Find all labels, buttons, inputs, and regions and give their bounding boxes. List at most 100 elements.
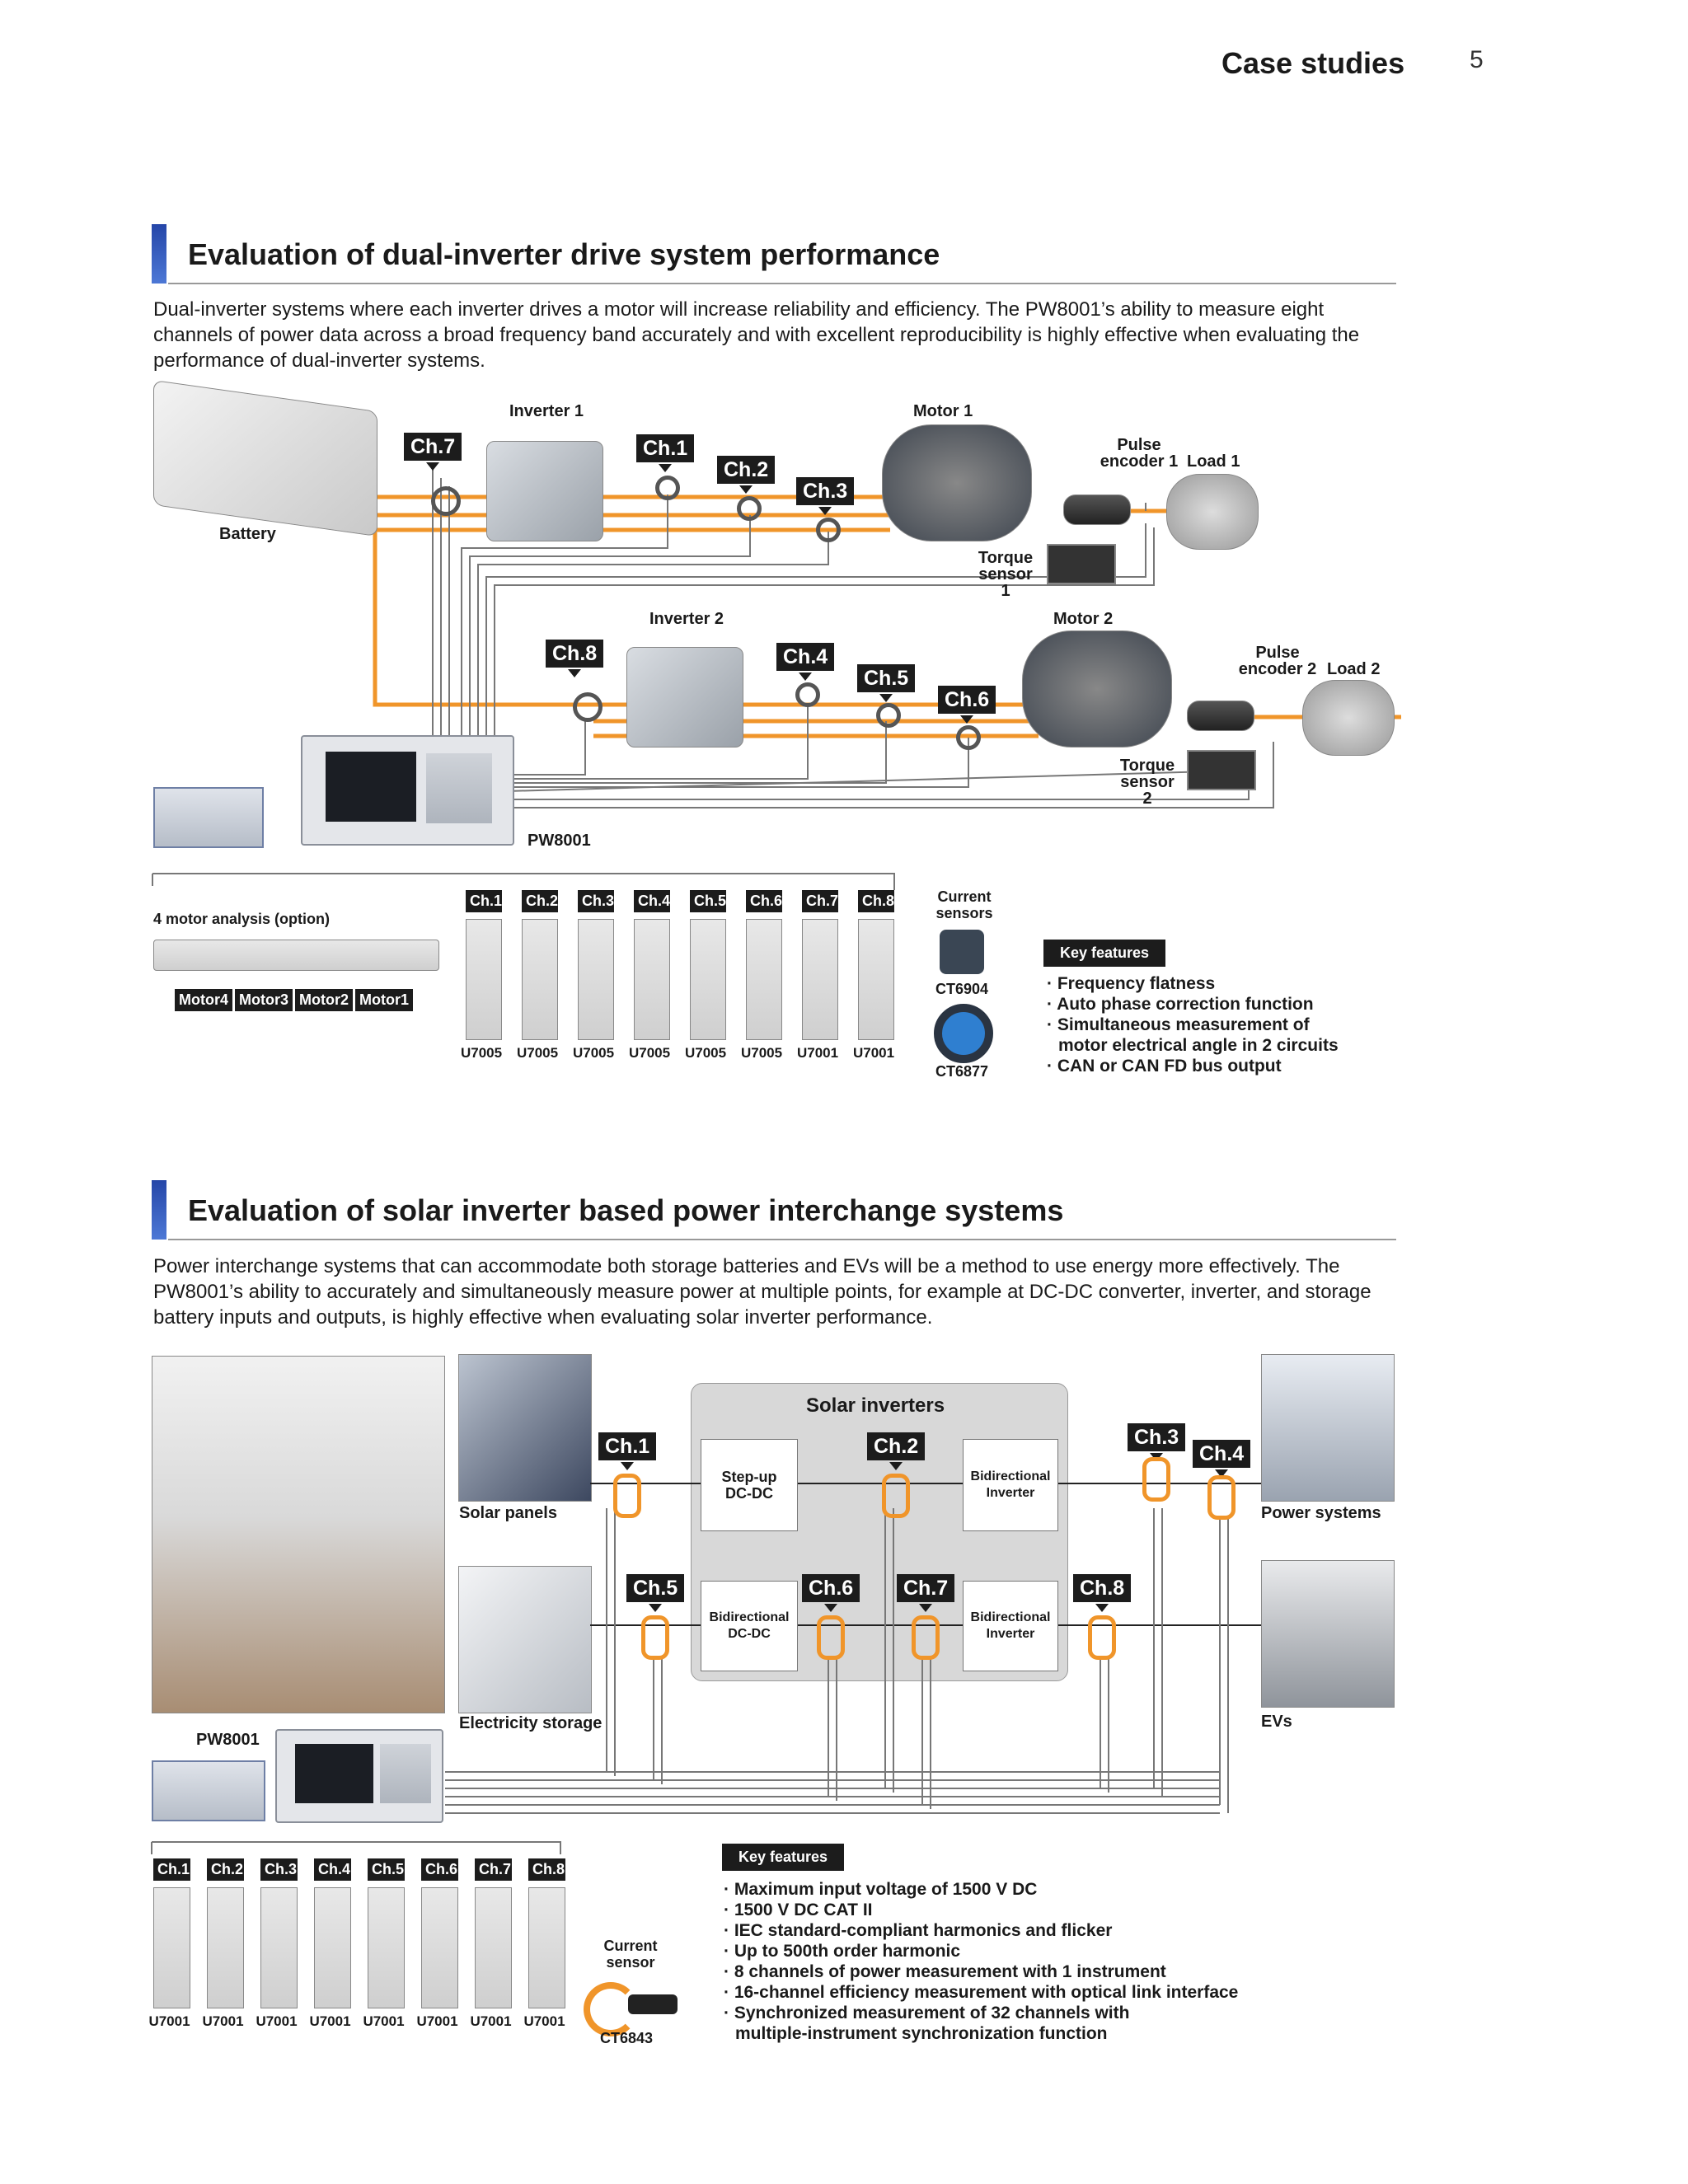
- motor-tags: Motor4 Motor3 Motor2 Motor1: [175, 989, 413, 1011]
- power-systems-image: [1261, 1354, 1395, 1502]
- motor-analysis-board: [153, 940, 439, 971]
- clamp-sensor-icon: [912, 1615, 940, 1660]
- clamp-sensor-icon: [817, 1615, 845, 1660]
- motor2-tag: Motor2: [295, 989, 353, 1011]
- ct6904-label: CT6904: [935, 981, 989, 997]
- feature-item: · Frequency flatness: [1047, 974, 1216, 993]
- module-rack: [153, 787, 264, 848]
- clamp-sensor-icon: [876, 703, 901, 728]
- torque-sensor1-label: Torque sensor 1: [978, 549, 1034, 600]
- module-rack: [152, 1760, 265, 1821]
- inverter2-image: [626, 647, 743, 748]
- s2-ch8-tag: Ch.8: [1073, 1574, 1132, 1612]
- motor3-tag: Motor3: [235, 989, 293, 1011]
- clamp-sensor-icon: [613, 1474, 641, 1518]
- clamp-sensor-icon: [431, 486, 461, 516]
- s2-key-features-tag: Key features: [722, 1844, 845, 1871]
- clamp-sensor-icon: [816, 518, 841, 542]
- ct6843-sensor-image: [584, 1982, 638, 2036]
- house-image: [152, 1356, 445, 1713]
- s2-ch7-tag: Ch.7: [897, 1574, 955, 1612]
- torque-sensor1-display: [1047, 544, 1116, 584]
- pw8001-screen: [326, 752, 416, 822]
- torque-sensor2-label: Torque sensor 2: [1119, 757, 1175, 808]
- page-number: 5: [1470, 46, 1484, 73]
- solar-panels-label: Solar panels: [459, 1504, 557, 1522]
- section-accent-bar: [152, 1180, 166, 1240]
- s2-ch5-tag: Ch.5: [626, 1574, 685, 1612]
- current-sensors-label: Current sensors: [935, 888, 993, 921]
- section-divider: [168, 283, 1396, 284]
- feature-item: · Synchronized measurement of 32 channel…: [724, 2004, 1130, 2043]
- load2-label: Load 2: [1327, 660, 1381, 678]
- pw8001-keypad: [426, 753, 492, 823]
- feature-item: · Simultaneous measurement of motor elec…: [1047, 1015, 1339, 1055]
- s1-ch5-tag: Ch.5: [857, 664, 916, 702]
- load2-image: [1302, 680, 1395, 756]
- section-accent-bar: [152, 224, 166, 284]
- clamp-sensor-icon: [956, 725, 981, 750]
- page-header-title: Case studies: [1221, 46, 1405, 80]
- inverter2-label: Inverter 2: [649, 610, 724, 628]
- section2-paragraph: Power interchange systems that can accom…: [153, 1255, 1372, 1329]
- s1-ch7-tag: Ch.7: [404, 433, 462, 471]
- feature-item: · 8 channels of power measurement with 1…: [724, 1962, 1166, 1981]
- s1-ch6-tag: Ch.6: [938, 686, 996, 724]
- solar-inverters-label: Solar inverters: [806, 1394, 945, 1417]
- pw8001-keypad: [380, 1744, 431, 1803]
- stepup-dcdc-box: Step-up DC-DC: [701, 1439, 798, 1531]
- pulse-encoder2-label: Pulse encoder 2: [1238, 644, 1317, 678]
- bidirectional-dcdc-box: Bidirectional DC-DC: [701, 1581, 798, 1671]
- s2-ch3-tag: Ch.3: [1128, 1423, 1186, 1461]
- pw8001-screen: [295, 1744, 373, 1803]
- power-systems-label: Power systems: [1261, 1504, 1381, 1522]
- feature-item: · IEC standard-compliant harmonics and f…: [724, 1921, 1113, 1940]
- pulse-encoder2-image: [1187, 701, 1254, 731]
- motor4-tag: Motor4: [175, 989, 232, 1011]
- s2-current-sensor-label: Current sensor: [603, 1938, 658, 1971]
- bidirectional-inverter-bottom-box: Bidirectional Inverter: [963, 1581, 1058, 1671]
- motor2-label: Motor 2: [1053, 610, 1114, 628]
- load1-label: Load 1: [1187, 452, 1240, 471]
- motor1-label: Motor 1: [913, 402, 973, 420]
- feature-item: · CAN or CAN FD bus output: [1047, 1057, 1282, 1076]
- s1-ch3-tag: Ch.3: [796, 477, 855, 515]
- s1-key-features-list: · Frequency flatness · Auto phase correc…: [1047, 973, 1339, 1076]
- ev-image: [1261, 1560, 1395, 1708]
- ct6904-sensor-image: [940, 930, 984, 974]
- inverter1-image: [486, 441, 603, 541]
- clamp-sensor-icon: [1142, 1457, 1170, 1502]
- section1-title: Evaluation of dual-inverter drive system…: [188, 237, 940, 271]
- motor-analysis-label: 4 motor analysis (option): [153, 911, 331, 927]
- s1-ch8-tag: Ch.8: [546, 640, 604, 677]
- s2-ch4-tag: Ch.4: [1193, 1440, 1251, 1478]
- s1-ch4-tag: Ch.4: [776, 643, 835, 681]
- clamp-sensor-icon: [795, 682, 820, 707]
- load1-image: [1166, 474, 1259, 550]
- battery-label: Battery: [219, 525, 276, 543]
- pw8001-instrument: [301, 735, 514, 846]
- clamp-sensor-icon: [641, 1615, 669, 1660]
- clamp-sensor-icon: [1088, 1615, 1116, 1660]
- motor1-image: [882, 424, 1032, 541]
- ct6843-label: CT6843: [600, 2030, 654, 2046]
- feature-item: · Maximum input voltage of 1500 V DC: [724, 1880, 1038, 1899]
- section-divider: [168, 1239, 1396, 1240]
- ct6877-label: CT6877: [935, 1063, 989, 1080]
- s2-pw8001-label: PW8001: [196, 1731, 260, 1749]
- pw8001-instrument: [275, 1729, 443, 1823]
- s2-key-features-list: · Maximum input voltage of 1500 V DC · 1…: [724, 1879, 1238, 2044]
